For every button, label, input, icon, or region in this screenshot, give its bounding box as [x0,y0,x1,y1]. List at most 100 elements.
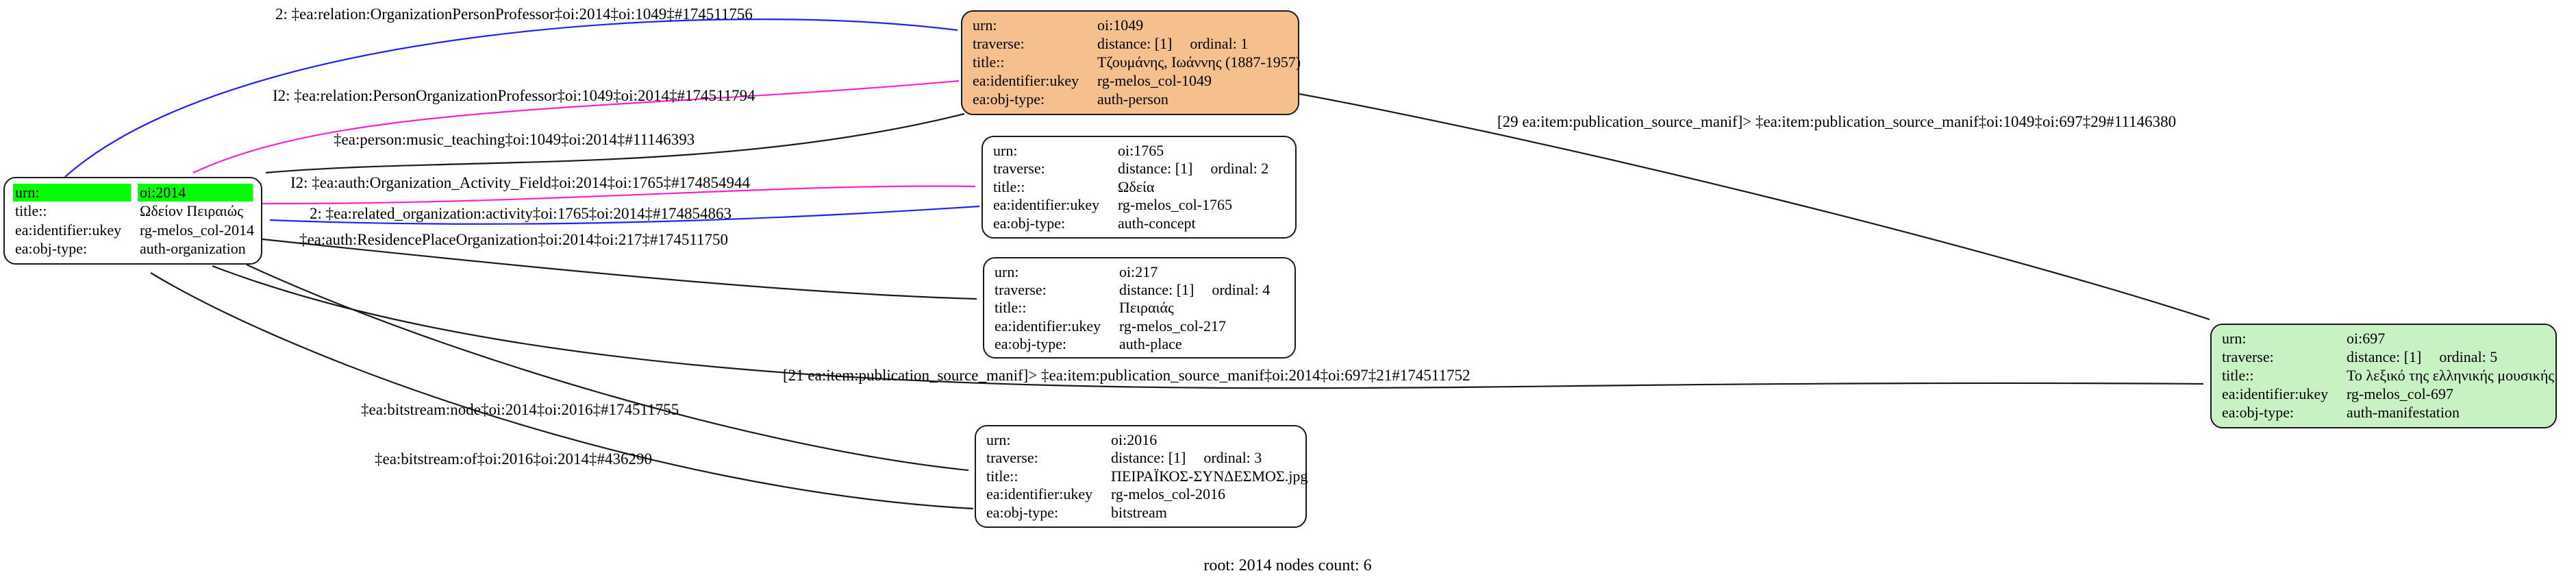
field-key: traverse: [995,281,1047,299]
node-row-objtype: ea:obj-type: auth-place [992,335,1286,353]
field-key: traverse: [986,449,1038,467]
node-oi2014[interactable]: urn: oi:2014 title:: Ωδείον Πειραιώς ea:… [3,177,262,265]
node-row-identifier: ea:identifier:ukey rg-melos_col-2014 [13,221,255,239]
field-value: oi:1765 [1118,142,1164,160]
edge-label-bitstream-of: ‡ea:bitstream:of‡oi:2016‡oi:2014‡#436290 [375,450,653,468]
edge-publication-source-manif-29 [1299,93,2210,321]
node-row-urn: urn: oi:697 [2220,330,2547,348]
field-value: oi:1049 [1097,16,1144,34]
field-key: ea:identifier:ukey [973,72,1079,90]
node-row-objtype: ea:obj-type: auth-organization [13,240,253,258]
field-value: Το λεξικό της ελληνικής μουσικής [2347,367,2555,385]
field-value: bitstream [1111,503,1167,521]
field-key: traverse: [2222,348,2274,366]
node-row-title: title:: ΠΕΙΡΑΪΚΟΣ-ΣΥΝΔΕΣΜΟΣ.jpg [984,468,1308,485]
node-row-title: title:: Πειραιάς [992,299,1286,317]
node-row-identifier: ea:identifier:ukey rg-melos_col-1765 [991,196,1287,214]
node-row-urn: urn: oi:2016 [984,431,1297,449]
node-oi2016[interactable]: urn: oi:2016 traverse: distance: [1]ordi… [975,425,1308,528]
field-value: distance: [1]ordinal: 2 [1118,160,1269,178]
node-row-identifier: ea:identifier:ukey rg-melos_col-697 [2220,385,2547,403]
node-row-traverse: traverse: distance: [1]ordinal: 5 [2220,348,2547,366]
field-value: auth-place [1119,335,1182,352]
node-row-title: title:: Ωδείον Πειραιώς [13,202,253,220]
node-row-traverse: traverse: distance: [1]ordinal: 4 [992,281,1286,299]
field-key: ea:obj-type: [995,335,1067,352]
node-oi1049[interactable]: urn: oi:1049 traverse: distance: [1]ordi… [961,10,1301,115]
field-key: urn: [986,431,1011,449]
graph-caption: root: 2014 nodes count: 6 [1203,557,1372,574]
field-value: rg-melos_col-2016 [1111,485,1226,503]
field-key: traverse: [973,35,1025,53]
field-value: oi:217 [1119,263,1158,280]
node-row-objtype: ea:obj-type: auth-manifestation [2220,404,2547,422]
field-value: rg-melos_col-1765 [1118,196,1233,214]
field-value: distance: [1]ordinal: 1 [1097,35,1249,53]
field-ordinal: ordinal: 2 [1210,160,1269,178]
edge-label-organization-person-professor: 2: ‡ea:relation:OrganizationPersonProfes… [275,5,753,23]
node-row-identifier: ea:identifier:ukey rg-melos_col-217 [992,317,1286,335]
edge-label-related-organization-activity: 2: ‡ea:related_organization:activity‡oi:… [310,205,731,222]
node-row-urn: urn: oi:217 [992,263,1286,281]
edge-label-publication-source-manif-21: [21 ea:item:publication_source_manif]> ‡… [783,367,1471,384]
field-key: title:: [995,299,1027,317]
field-key: title:: [2222,367,2254,385]
node-row-title: title:: Ωδεία [991,178,1287,196]
node-oi217[interactable]: urn: oi:217 traverse: distance: [1]ordin… [983,257,1296,359]
field-value: distance: [1]ordinal: 3 [1111,449,1262,467]
edge-related-organization-activity [269,205,980,225]
node-row-objtype: ea:obj-type: auth-concept [991,215,1287,232]
edge-label-publication-source-manif-29: [29 ea:item:publication_source_manif]> ‡… [1497,113,2177,130]
field-ordinal: ordinal: 3 [1203,449,1262,467]
field-value: auth-organization [140,240,246,258]
field-value: auth-manifestation [2347,404,2460,422]
field-value: Ωδεία [1118,178,1155,195]
edge-person-organization-professor [192,80,960,173]
node-row-traverse: traverse: distance: [1]ordinal: 2 [991,160,1287,178]
field-value: distance: [1]ordinal: 5 [2347,348,2498,366]
field-key: urn: [13,183,131,202]
field-ordinal: ordinal: 5 [2439,348,2498,366]
node-row-urn: urn: oi:1765 [991,142,1287,160]
node-row-urn: urn: oi:2014 [13,183,253,202]
node-row-title: title:: Το λεξικό της ελληνικής μουσικής [2220,367,2554,385]
node-row-objtype: ea:obj-type: bitstream [984,504,1297,522]
field-key: urn: [993,142,1018,160]
edge-label-person-organization-professor: I2: ‡ea:relation:PersonOrganizationProfe… [273,87,755,104]
field-ordinal: ordinal: 1 [1190,35,1249,53]
field-key: title:: [973,53,1005,71]
field-key: ea:identifier:ukey [993,196,1100,214]
node-row-traverse: traverse: distance: [1]ordinal: 3 [984,449,1297,467]
edge-bitstream-node [246,264,969,472]
edge-label-organization-activity-field: I2: ‡ea:auth:Organization_Activity_Field… [290,174,750,191]
edge-person-music-teaching [265,112,965,174]
field-value: oi:697 [2347,330,2386,348]
field-value: oi:2016 [1111,431,1158,449]
field-key: ea:identifier:ukey [2222,385,2329,403]
edge-bitstream-of [150,272,974,510]
field-value: rg-melos_col-2014 [140,221,255,239]
node-row-traverse: traverse: distance: [1]ordinal: 1 [971,35,1290,53]
edge-organization-person-professor [64,19,958,178]
edge-label-person-music-teaching: ‡ea:person:music_teaching‡oi:1049‡oi:201… [334,131,695,148]
node-row-urn: urn: oi:1049 [971,16,1290,34]
field-key: ea:identifier:ukey [15,221,122,239]
field-value: rg-melos_col-1049 [1097,72,1212,90]
edge-organization-activity-field [262,185,976,205]
edge-label-residence-place-organization: ‡ea:auth:ResidencePlaceOrganization‡oi:2… [299,231,728,248]
field-key: ea:identifier:ukey [986,485,1093,503]
field-key: urn: [973,16,997,34]
node-row-objtype: ea:obj-type: auth-person [971,90,1290,108]
field-value: Τζουμάνης, Ιωάννης (1887-1957) [1097,53,1301,71]
field-value: Πειραιάς [1119,299,1174,317]
field-key: ea:obj-type: [2222,404,2294,422]
field-value: auth-person [1097,90,1168,108]
node-row-identifier: ea:identifier:ukey rg-melos_col-1049 [971,72,1290,90]
edge-label-bitstream-node: ‡ea:bitstream:node‡oi:2014‡oi:2016‡#1745… [361,401,679,418]
field-key: traverse: [993,160,1045,178]
node-oi697[interactable]: urn: oi:697 traverse: distance: [1]ordin… [2210,324,2557,428]
node-oi1765[interactable]: urn: oi:1765 traverse: distance: [1]ordi… [981,136,1297,239]
field-ordinal: ordinal: 4 [1212,281,1271,299]
